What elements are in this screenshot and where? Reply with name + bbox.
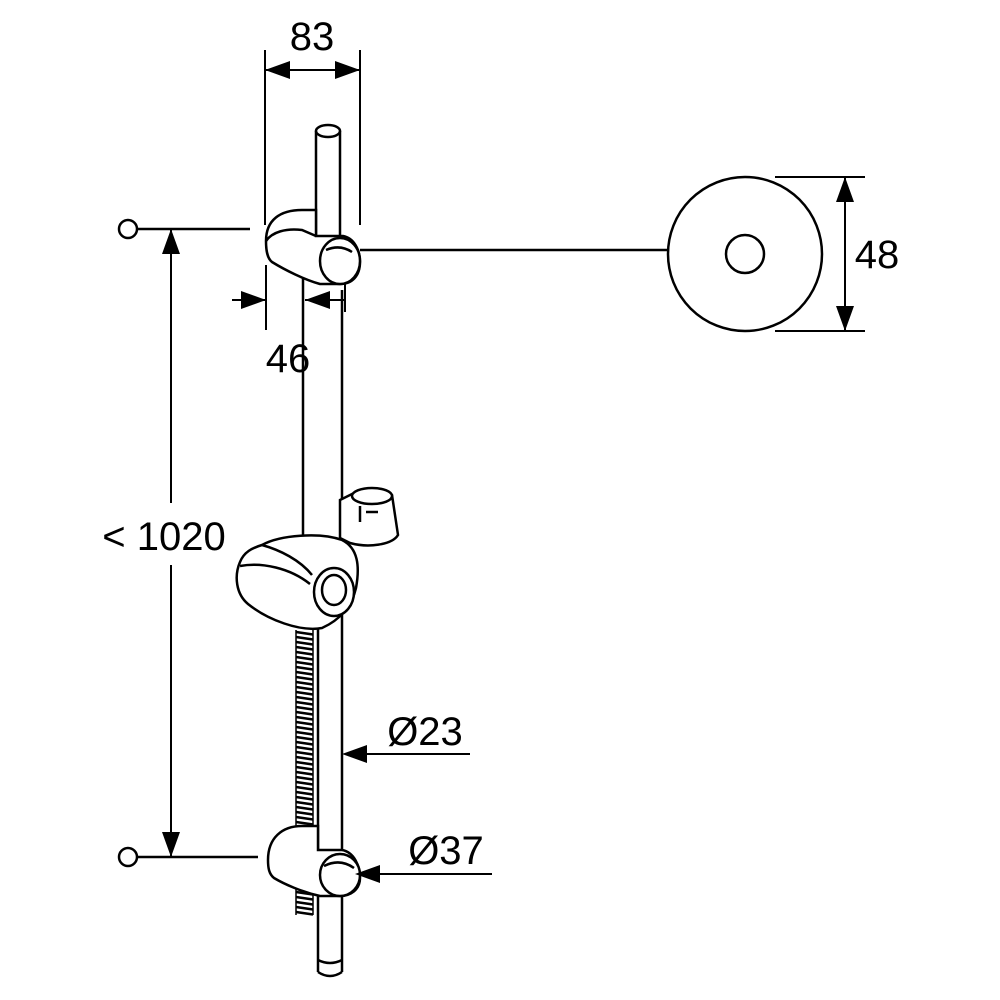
dimension-bracket-offset: 46: [232, 265, 346, 381]
wall-fixing-top: [117, 218, 250, 240]
dimension-rosette-diameter: 48: [775, 176, 900, 332]
dimension-label-37: Ø37: [408, 829, 484, 873]
wall-fixing-bottom: [117, 846, 258, 868]
shower-slider: [235, 486, 400, 630]
rail-tube: [301, 123, 344, 978]
dimension-bracket-width: 83: [264, 15, 361, 225]
dimension-label-23: Ø23: [387, 710, 463, 754]
top-bracket: [264, 208, 362, 286]
dimension-label-1020: < 1020: [102, 515, 225, 559]
dimension-bracket-diameter: Ø37: [355, 829, 492, 883]
dimension-rail-length: < 1020: [102, 229, 226, 857]
dimension-label-46: 46: [266, 337, 311, 381]
dimension-label-48: 48: [855, 233, 900, 277]
bottom-bracket: [266, 824, 362, 898]
wall-rosette: [360, 175, 824, 333]
dimension-label-83: 83: [290, 15, 335, 59]
dimension-rail-diameter: Ø23: [342, 710, 470, 763]
